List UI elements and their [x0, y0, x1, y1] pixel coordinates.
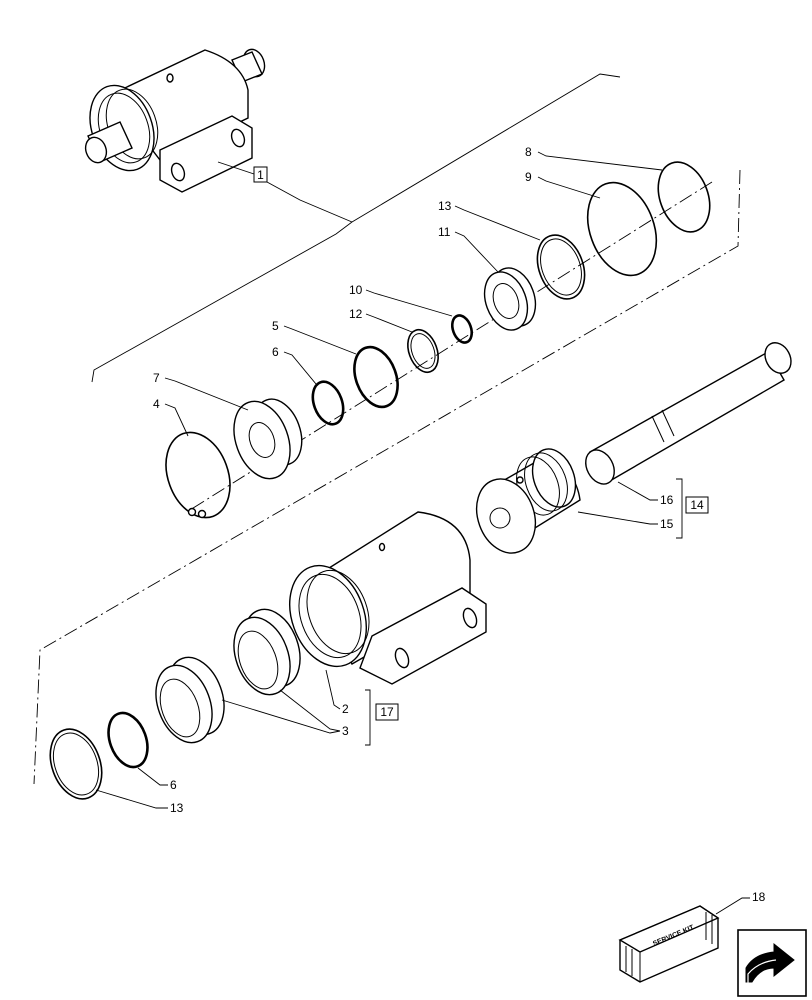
cylinder-head-assembly	[84, 48, 266, 193]
callout-10: 10	[349, 283, 363, 297]
part-6-oring-lower	[107, 711, 149, 769]
part-6-oring-upper	[311, 380, 345, 426]
part-7-gland	[233, 398, 303, 480]
callout-2: 2	[342, 702, 349, 716]
group-separator-line	[91, 73, 621, 383]
callout-box-17	[375, 703, 399, 721]
part-9-split-ring	[586, 181, 658, 277]
callout-14: 14	[690, 498, 704, 512]
callout-1: 1	[257, 168, 264, 182]
part-2-cylinder-tube	[289, 511, 487, 685]
callout-15: 15	[660, 517, 674, 531]
callout-13b: 13	[170, 801, 184, 815]
callout-5: 5	[272, 319, 279, 333]
part-13-ring-lower	[49, 728, 103, 800]
part-10-oring	[450, 314, 474, 344]
callout-7: 7	[153, 371, 160, 385]
next-page-arrow-icon[interactable]	[737, 929, 807, 997]
callout-8: 8	[525, 145, 532, 159]
callout-17: 17	[380, 705, 394, 719]
callout-6a: 6	[272, 345, 279, 359]
part-13-ring-upper	[536, 234, 586, 300]
part-3-seal-lower	[155, 656, 225, 744]
part-11-bushing	[483, 267, 537, 331]
callout-18: 18	[752, 890, 766, 904]
service-kit-box: SERVICE KIT	[618, 905, 720, 983]
part-12-snap-ring	[407, 328, 439, 374]
part-4-circlip	[165, 431, 231, 519]
part-3-seal-upper	[233, 608, 301, 696]
callout-13a: 13	[438, 199, 452, 213]
part-15-piston	[475, 448, 581, 554]
part-8-ring	[657, 161, 711, 233]
callout-11: 11	[438, 225, 451, 239]
callout-4: 4	[153, 397, 160, 411]
part-16-piston-rod	[585, 342, 792, 485]
callout-box-1	[253, 166, 268, 183]
callout-9: 9	[525, 170, 532, 184]
callout-6b: 6	[170, 778, 177, 792]
group-envelope-line	[33, 169, 741, 785]
callout-12: 12	[349, 307, 363, 321]
part-5-oring	[353, 345, 399, 409]
callout-16: 16	[660, 493, 674, 507]
callout-box-14	[685, 496, 709, 514]
callout-3: 3	[342, 724, 349, 738]
